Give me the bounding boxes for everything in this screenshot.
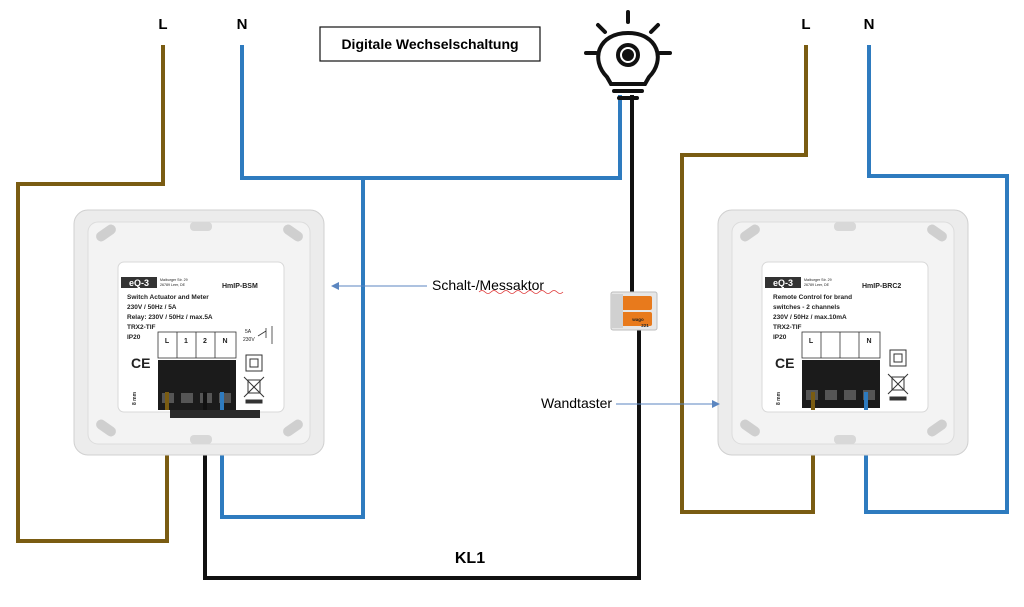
right-l-label: L (801, 16, 810, 33)
actuator-model: HmIP-BSM (222, 283, 258, 290)
left-l-wire (16, 45, 169, 543)
remote-strip-length: 8 mm (776, 391, 782, 405)
actuator-ce-mark: CE (131, 355, 150, 371)
remote-line5: IP20 (773, 334, 787, 341)
actuator-line5: IP20 (127, 334, 141, 341)
actuator-terminal-l: L (165, 338, 170, 345)
actuator-line3: Relay: 230V / 50Hz / max.5A (127, 314, 213, 321)
double-insulation-icon (245, 354, 263, 372)
eq3-logo (121, 277, 157, 288)
eq3-logo (765, 277, 801, 288)
remote-control-device: eQ-3 Maiburger Str. 29 26789 Leer, DE Hm… (717, 209, 969, 456)
actuator-line4: TRX2-TIF (127, 324, 156, 331)
right-n-label: N (864, 16, 875, 33)
svg-text:eQ-3: eQ-3 (129, 278, 149, 288)
remote-terminal-n: N (866, 338, 871, 345)
wago-connector: wago 221 (610, 291, 658, 331)
double-insulation-icon (889, 349, 907, 367)
remote-line4: TRX2-TIF (773, 324, 802, 331)
remote-line1: Remote Control for brand (773, 294, 852, 301)
wall-switch-annotation: Wandtaster (541, 395, 612, 411)
right-n-wire (864, 45, 1009, 514)
light-bulb-icon (584, 10, 672, 100)
actuator-strip-length: 8 mm (132, 391, 138, 405)
cable-label: KL1 (455, 550, 485, 567)
remote-address2: 26789 Leer, DE (804, 283, 830, 287)
actuator-line2: 230V / 50Hz / 5A (127, 304, 177, 311)
connector-brand: wago (631, 317, 644, 322)
right-l-wire (680, 45, 815, 514)
actuator-terminal-1: 1 (184, 338, 188, 345)
remote-terminal-l: L (809, 338, 814, 345)
actuator-rating-v: 230V (243, 337, 255, 343)
remote-address1: Maiburger Str. 29 (804, 278, 832, 282)
connector-code: 221 (641, 323, 649, 328)
page-title: Digitale Wechselschaltung (341, 36, 518, 52)
actuator-terminal-2: 2 (203, 338, 207, 345)
weee-bin-icon (887, 373, 909, 401)
left-n-wire (240, 45, 622, 180)
weee-bin-icon (243, 376, 265, 404)
switch-actuator-device: eQ-3 Maiburger Str. 29 26789 Leer, DE Hm… (73, 209, 325, 456)
actuator-annotation: Schalt-/Messaktor (432, 277, 544, 293)
title-box (319, 26, 541, 62)
remote-ce-mark: CE (775, 355, 794, 371)
actuator-line1: Switch Actuator and Meter (127, 294, 209, 301)
actuator-address2: 26789 Leer, DE (160, 283, 186, 287)
kl1-wire (203, 330, 641, 580)
remote-model: HmIP-BRC2 (862, 283, 901, 290)
svg-text:eQ-3: eQ-3 (773, 278, 793, 288)
remote-line2: switches - 2 channels (773, 304, 840, 311)
actuator-rating-a: 5A (245, 329, 252, 335)
actuator-terminal-n: N (222, 338, 227, 345)
actuator-address1: Maiburger Str. 29 (160, 278, 188, 282)
left-n-label: N (237, 16, 248, 33)
remote-line3: 230V / 50Hz / max.10mA (773, 314, 847, 321)
left-l-label: L (158, 16, 167, 33)
